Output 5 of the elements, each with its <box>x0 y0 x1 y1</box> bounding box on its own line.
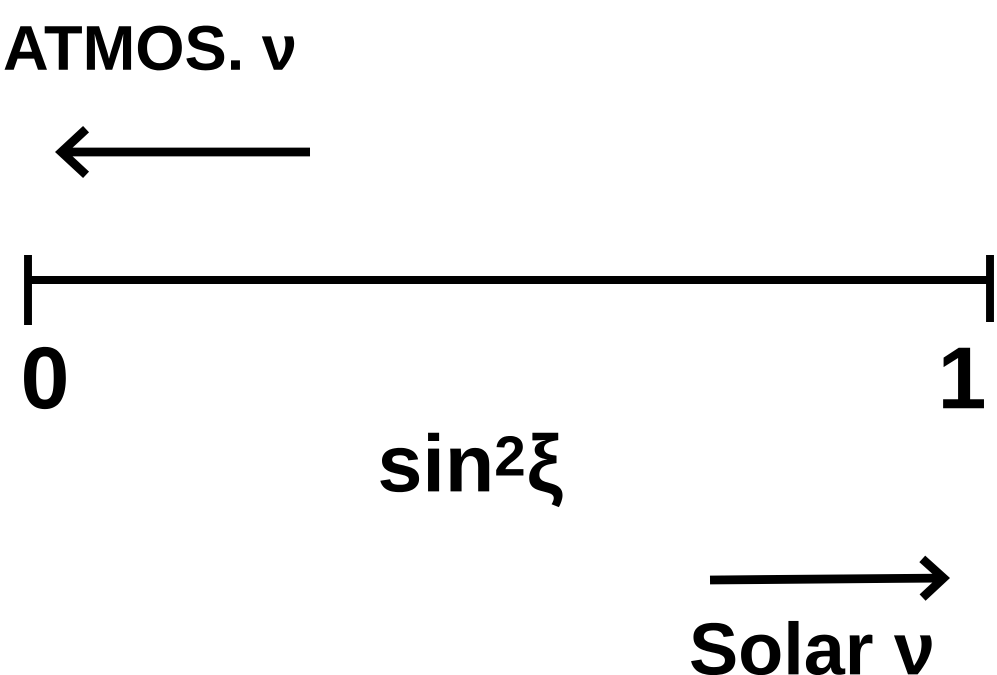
tick-label: 0 <box>24 346 66 410</box>
arrow-label: Solar ν <box>691 620 932 675</box>
axis-label: sin$^{2}$ξ <box>380 432 563 508</box>
tick-label: 1 <box>943 348 984 408</box>
arrow-label: ATMOS. ν <box>4 26 294 70</box>
